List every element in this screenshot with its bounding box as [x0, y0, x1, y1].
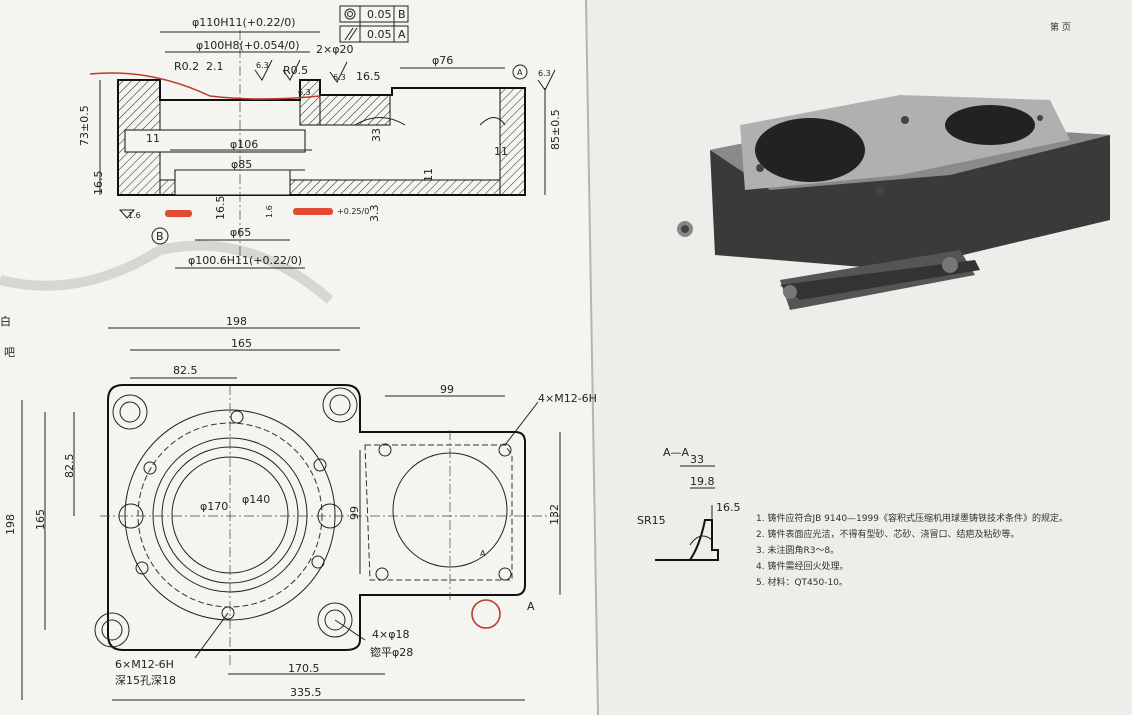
paper-crease — [0, 240, 334, 304]
red-highlight-right — [293, 208, 333, 215]
page-corner-mark: 第 页 — [1050, 21, 1071, 33]
dim-1705: 170.5 — [288, 662, 320, 675]
label-6xm12-depth: 深15孔深18 — [115, 674, 176, 687]
margin-mark-2: 吧 — [4, 346, 15, 359]
dim-132: 132 — [548, 504, 561, 525]
technical-notes: 1. 铸件应符合JB 9140—1999《容积式压缩机用球墨铸铁技术条件》的规定… — [756, 512, 1068, 588]
concentricity-frame — [339, 5, 409, 23]
dim-h85: 85±0.5 — [549, 109, 562, 150]
section-mark-a2: A — [480, 549, 486, 558]
dim-198-top: 198 — [226, 315, 247, 328]
dim-d100: φ100H8(+0.054/0) — [196, 39, 300, 52]
margin-mark-1: 白 — [0, 314, 11, 328]
dim-d106: φ106 — [230, 138, 258, 151]
dim-99-top: 99 — [440, 383, 454, 396]
dim-d170: φ170 — [200, 500, 228, 513]
dim-d140: φ140 — [242, 493, 270, 506]
label-4x18: 4×φ18 — [372, 628, 409, 641]
label-spotface: 锪平φ28 — [370, 646, 413, 659]
datum-b-marker — [151, 227, 169, 245]
dim-r05: R0.5 — [283, 64, 308, 77]
red-circle-mark — [471, 599, 501, 629]
dim-16: 1.6 — [128, 211, 141, 220]
tech-note-1: 1. 铸件应符合JB 9140—1999《容积式压缩机用球墨铸铁技术条件》的规定… — [756, 512, 1068, 524]
rough-63c: 6.3 — [538, 69, 551, 78]
tol-concentric-ref: B — [398, 8, 406, 21]
dim-165b: 16.5 — [92, 171, 105, 196]
dim-d1006: φ100.6H11(+0.22/0) — [188, 254, 302, 267]
dim-d110: φ110H11(+0.22/0) — [192, 16, 296, 29]
dim-21: 2.1 — [206, 60, 224, 73]
dim-33b: 3.3 — [368, 205, 381, 223]
section-a-a: A—A 33 19.8 16.5 SR15 — [637, 446, 741, 561]
dim-33: 33 — [370, 128, 383, 142]
section-mark-a: A — [527, 600, 535, 613]
plan-outline — [107, 384, 526, 651]
dim-d85: φ85 — [231, 158, 252, 171]
section-title: A—A — [663, 446, 690, 459]
tol-parallel: 0.05 — [367, 28, 392, 41]
section-dim-198: 19.8 — [690, 475, 715, 488]
dim-165-small: 16.5 — [356, 70, 381, 83]
dim-165-left: 165 — [34, 509, 47, 530]
datum-a-marker — [512, 64, 528, 80]
dim-11a: 11 — [146, 132, 160, 145]
dim-11c: 11 — [422, 168, 435, 182]
dim-holes-2x20: 2×φ20 — [316, 43, 353, 56]
label-4xm12: 4×M12-6H — [538, 392, 597, 405]
section-sr15: SR15 — [637, 514, 666, 527]
rough-63a: 6.3 — [256, 61, 269, 70]
tol-concentric: 0.05 — [367, 8, 392, 21]
paper-fold — [585, 0, 599, 715]
dim-165c: 16.5 — [214, 196, 227, 221]
tech-note-2: 2. 铸件表面应光洁，不得有型砂、芯砂、浇冒口、结疤及粘砂等。 — [756, 528, 1019, 540]
isometric-part-illustration — [677, 95, 1110, 310]
dim-99-left: 99 — [348, 506, 361, 520]
front-section-view: φ110H11(+0.22/0) φ100H8(+0.054/0) 0.05 B… — [78, 5, 562, 269]
tech-note-4: 4. 铸件需经回火处理。 — [756, 560, 848, 572]
rough-63b: 6.3 — [333, 73, 346, 82]
rough-63d: 6.3 — [298, 88, 311, 97]
dim-3355: 335.5 — [290, 686, 322, 699]
tol-parallel-ref: A — [398, 28, 406, 41]
red-pen-mark — [89, 72, 321, 100]
dim-825-left: 82.5 — [63, 454, 76, 479]
dim-16b: 1.6 — [265, 205, 274, 218]
label-6xm12: 6×M12-6H — [115, 658, 174, 671]
tol-025: +0.25/0 — [337, 207, 369, 216]
tech-note-3: 3. 未注圆角R3～8。 — [756, 544, 839, 556]
tech-note-5: 5. 材料：QT450-10。 — [756, 576, 848, 588]
dim-h73: 73±0.5 — [78, 105, 91, 146]
dim-r02: R0.2 — [174, 60, 199, 73]
dim-d76: φ76 — [432, 54, 453, 67]
red-highlight-left — [165, 210, 192, 217]
dim-198-left: 198 — [4, 514, 17, 535]
dim-825-top: 82.5 — [173, 364, 198, 377]
section-dim-33: 33 — [690, 453, 704, 466]
dim-d65: φ65 — [230, 226, 251, 239]
datum-a-label: A — [517, 68, 523, 77]
datum-b-label: B — [156, 230, 164, 243]
plan-view: 198 165 82.5 82.5 165 198 φ170 φ140 99 9… — [4, 315, 597, 701]
dim-165-top: 165 — [231, 337, 252, 350]
section-dim-165: 16.5 — [716, 501, 741, 514]
dim-11b: 11 — [494, 145, 508, 158]
parallelism-frame — [339, 25, 409, 43]
